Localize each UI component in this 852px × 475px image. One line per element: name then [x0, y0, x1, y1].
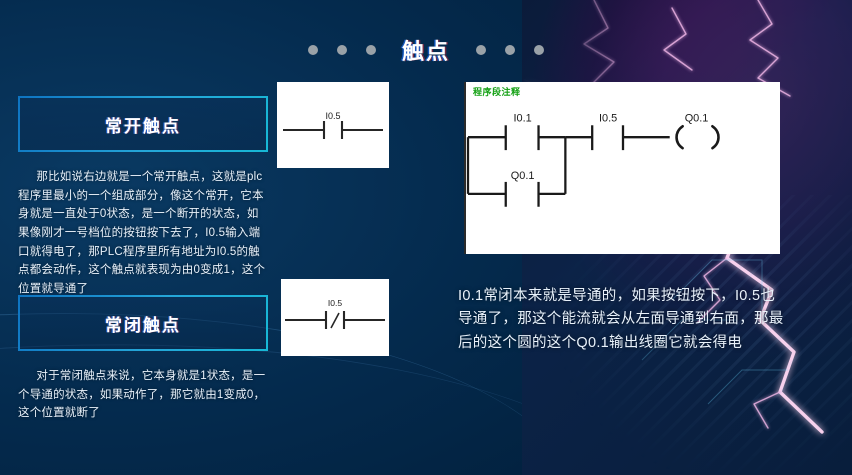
- section-normally-open: 常开触点 那比如说右边就是一个常开触点，这就是plc程序里最小的一个组成部分，像…: [18, 96, 268, 298]
- normally-open-contact-icon: I0.5: [283, 111, 383, 139]
- label-box-text: 常闭触点: [105, 315, 181, 335]
- ladder-diagram-card: 程序段注释 I0.1 I0.5 Q0.1 Q0.1: [464, 82, 780, 254]
- contact-address-label: I0.5: [325, 111, 340, 121]
- segment-comment-label: 程序段注释: [473, 87, 521, 97]
- coil-right-paren: [711, 124, 720, 150]
- ladder-label-q01-coil: Q0.1: [685, 112, 709, 124]
- ladder-diagram: I0.1 I0.5 Q0.1 Q0.1: [466, 112, 720, 207]
- dot-icon: [336, 45, 347, 55]
- diagram-normally-closed-contact: I0.5: [281, 279, 389, 356]
- normally-closed-contact-icon: I0.5: [285, 298, 385, 329]
- dot-icon: [365, 45, 376, 55]
- label-box-normally-closed[interactable]: 常闭触点: [18, 295, 268, 351]
- label-box-text: 常开触点: [105, 116, 181, 136]
- body-text-normally-closed: 对于常闭触点来说，它本身就是1状态，是一个导通的状态，如果动作了，那它就由1变成…: [18, 370, 266, 420]
- diagram-normally-open-contact: I0.5: [277, 82, 389, 168]
- ladder-label-q01-contact: Q0.1: [511, 170, 535, 182]
- dot-icon: [534, 45, 544, 55]
- header-dots-left: [307, 45, 376, 55]
- body-text-ladder-explanation: I0.1常闭本来就是导通的，如果按钮按下，I0.5也导通了，那这个能流就会从左面…: [458, 288, 784, 351]
- header-dots-right: [476, 45, 544, 55]
- coil-left-paren: [675, 124, 684, 150]
- section-normally-closed: 常闭触点 对于常闭触点来说，它本身就是1状态，是一个导通的状态，如果动作了，那它…: [18, 295, 268, 423]
- dot-icon: [476, 45, 486, 55]
- page-title: 触点: [401, 39, 450, 64]
- dot-icon: [307, 45, 318, 55]
- slide-header: 触点: [0, 34, 852, 66]
- contact-address-label: I0.5: [328, 298, 342, 308]
- label-box-normally-open[interactable]: 常开触点: [18, 96, 268, 152]
- ladder-label-i01: I0.1: [514, 112, 532, 124]
- body-text-normally-open: 那比如说右边就是一个常开触点，这就是plc程序里最小的一个组成部分，像这个常开，…: [18, 171, 266, 295]
- dot-icon: [505, 45, 515, 55]
- ladder-label-i05: I0.5: [599, 112, 617, 124]
